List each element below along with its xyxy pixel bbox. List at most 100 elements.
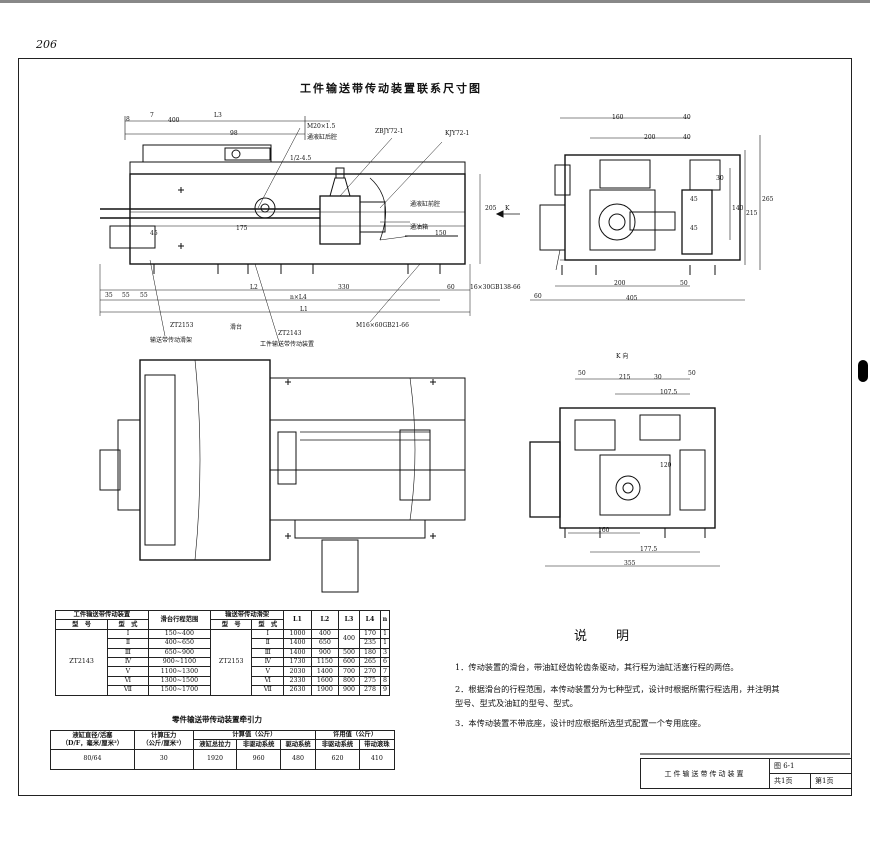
plan-bracket (321, 539, 359, 593)
cell: Ⅱ (107, 638, 149, 649)
th-calc-a: 液缸总拉力 (192, 739, 238, 750)
cell: 900 (310, 647, 340, 658)
th-n: n (379, 610, 391, 630)
cell: 1600 (310, 675, 340, 687)
front-guide (129, 161, 466, 175)
side-dim-60: 60 (534, 293, 542, 300)
th-cyl: 液缸直径/活塞（D/F，毫米/厘米²） (50, 730, 135, 750)
side-dim-45b: 45 (690, 225, 698, 232)
k-view-label: K 向 (616, 353, 629, 360)
cell: Ⅰ (107, 628, 149, 640)
th-l4: L4 (359, 610, 381, 630)
table-row: ZT2143 Ⅰ 150~400 ZT2153 Ⅰ 1000 400 400 1… (54, 628, 391, 696)
title-block-fig: 图 6-1 (769, 758, 852, 774)
cell: 1400 (283, 647, 312, 658)
th-calc-c: 驱动系统 (279, 739, 317, 750)
cell-model-a: ZT2143 (54, 628, 109, 696)
cell: 1000 (283, 628, 312, 640)
k-dim-50a: 50 (578, 370, 586, 377)
dim-35: 35 (105, 292, 113, 299)
side-dim-45a: 45 (690, 196, 698, 203)
cell: 80/64 (50, 748, 135, 770)
table-row: Ⅲ 650~900 Ⅲ 1400 900 500 180 3 (56, 647, 391, 658)
side-dim-30: 30 (716, 175, 724, 182)
cell: 2330 (283, 675, 312, 687)
cell: 900 (338, 685, 360, 696)
page-number: 206 (36, 38, 57, 51)
callout-bolt2: M16×60GB21-66 (356, 322, 409, 329)
cell: 1400 (310, 666, 340, 677)
dim-330: 330 (338, 284, 350, 291)
callout-tong-you-xiang: 通油箱 (410, 224, 429, 231)
callout-tong-ye-gang: 通液缸前腔 (410, 201, 441, 208)
cell: 960 (236, 748, 281, 770)
th-group2: 输送带传动滑架 (210, 609, 285, 621)
side-dim-215: 215 (746, 210, 758, 217)
dim-8: 8 (126, 116, 130, 123)
cell: 6 (379, 656, 391, 668)
cell: 1500~1700 (147, 685, 212, 696)
callout-hua-tai: 滑台 (230, 324, 243, 331)
cell: 650 (310, 638, 340, 649)
k-dim-355: 355 (624, 560, 636, 567)
cell: 180 (359, 647, 381, 658)
table-row: Ⅶ 1500~1700 Ⅶ 2630 1900 900 278 9 (56, 685, 391, 696)
k-dim-177: 177.5 (640, 546, 658, 553)
drawing-frame (18, 58, 852, 796)
dim-175: 175 (236, 225, 248, 232)
dim-60: 60 (447, 284, 455, 291)
cell: 500 (338, 647, 360, 658)
side-dim-200b: 200 (614, 280, 626, 287)
cell: Ⅱ (251, 638, 285, 649)
cell: 410 (358, 748, 396, 770)
cell: 1730 (283, 656, 312, 668)
front-cylinder (319, 195, 361, 245)
side-cylinder (681, 189, 713, 255)
cell: 1900 (310, 685, 340, 696)
th-cyl-b: （D/F，毫米/厘米²） (61, 739, 124, 747)
scan-top-edge (0, 0, 870, 3)
th-allow: 许用值（公斤） (315, 729, 395, 741)
cell: Ⅳ (107, 656, 149, 668)
side-gear (598, 203, 636, 241)
plan-view (99, 359, 466, 593)
title-block-name: 工件输送带传动装置 (640, 758, 770, 789)
title-block-sheets: 共1页 (769, 773, 811, 789)
cell: Ⅶ (251, 685, 285, 696)
cell: 9 (379, 685, 391, 696)
callout-kjy72: KJY72-1 (445, 130, 470, 137)
callout-zt2143: ZT2143 (278, 330, 302, 337)
side-dim-40a: 40 (683, 114, 691, 121)
th-model2: 型 号 (210, 619, 253, 630)
title-block: 工件输送带传动装置 图 6-1 共1页 第1页 (640, 758, 852, 789)
side-view (530, 117, 761, 301)
front-gear (254, 197, 276, 219)
front-view (99, 116, 520, 346)
cell: Ⅲ (251, 647, 285, 658)
th-allow-b: 带动滚珠 (358, 739, 396, 750)
cell: 1100~1300 (147, 666, 212, 677)
cell: 278 (359, 685, 381, 696)
th-group1: 工件输送带传动装置 (55, 609, 149, 621)
k-arrow-label: K (505, 205, 510, 212)
side-dim-265: 265 (762, 196, 774, 203)
callout-m20: M20×1.5 (307, 123, 336, 130)
front-main-body (129, 173, 466, 265)
cell: 3 (379, 647, 391, 658)
callout-zt2153-sub: 输送带传动滑架 (150, 337, 193, 344)
cell: 400 (338, 628, 360, 649)
note-2: 2．根据滑台的行程范围，本传动装置分为七种型式，设计时根据所需行程选用，并注明其… (455, 684, 780, 708)
k-dim-215: 215 (619, 374, 631, 381)
cell: Ⅳ (251, 656, 285, 668)
cell: 150~400 (147, 628, 212, 640)
side-dim-405: 405 (626, 295, 638, 302)
k-dim-160: 160 (598, 527, 610, 534)
side-dim-160: 160 (612, 114, 624, 121)
side-dim-50: 50 (680, 280, 688, 287)
traction-table-caption: 零件输送带传动装置牵引力 (172, 715, 262, 724)
cell: 400 (310, 628, 340, 640)
cell-model-b: ZT2153 (210, 628, 253, 696)
cell: 275 (359, 675, 381, 687)
dim-150: 150 (435, 230, 447, 237)
cell: Ⅴ (251, 666, 285, 677)
